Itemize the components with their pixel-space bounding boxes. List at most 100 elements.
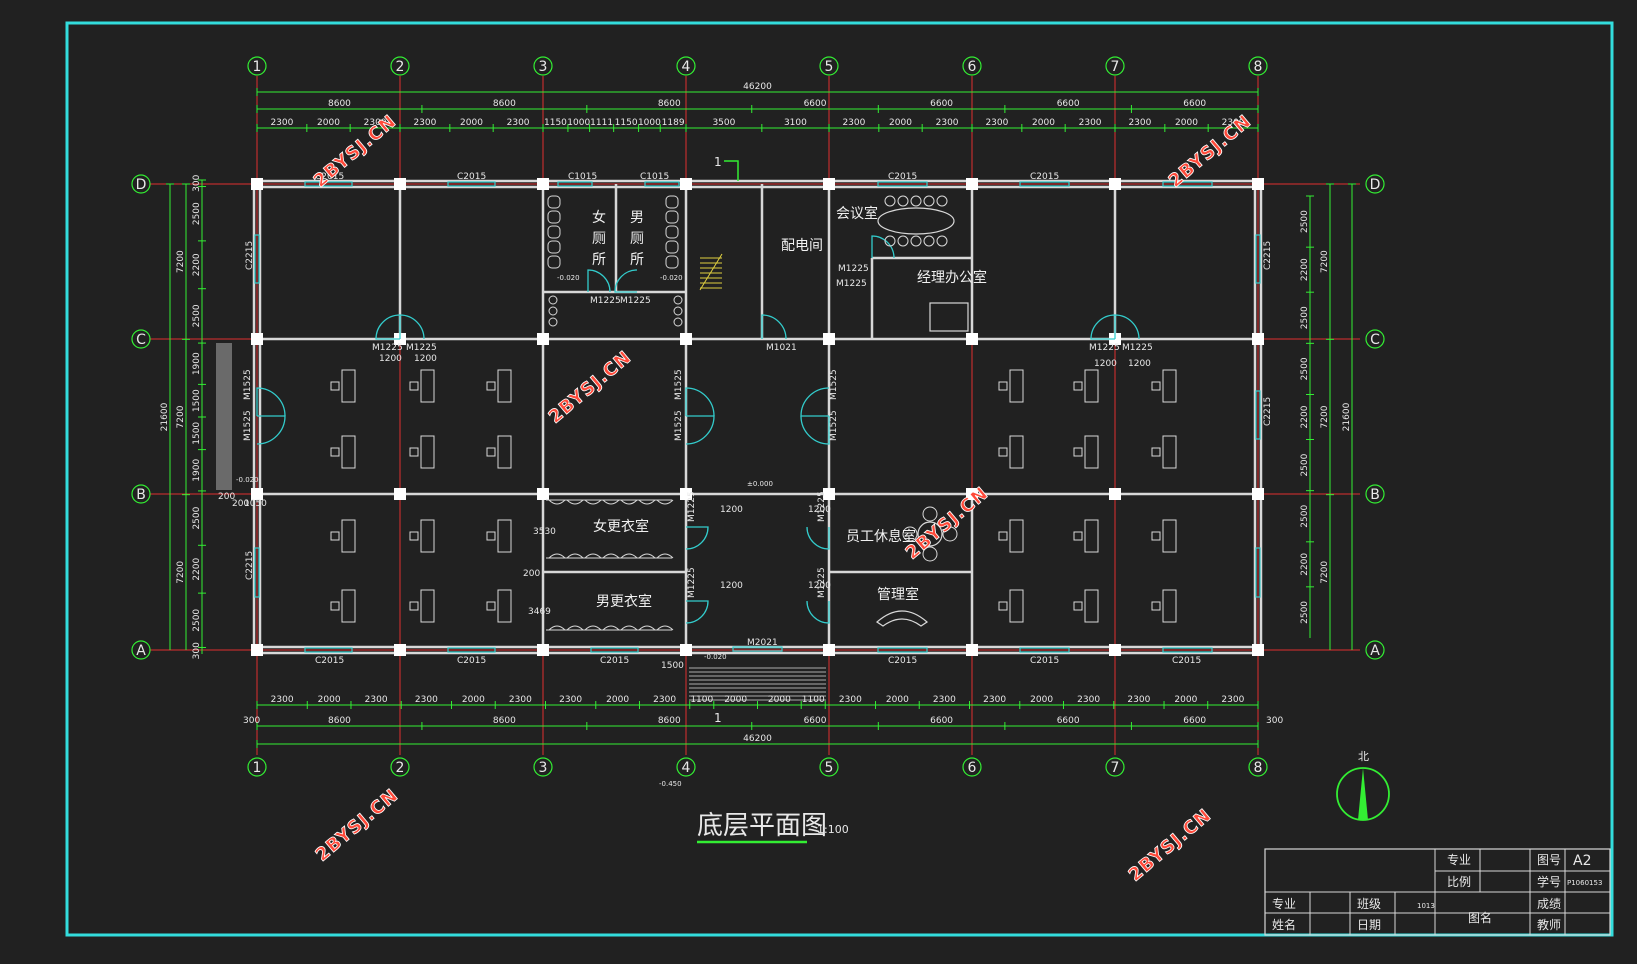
lounge-chair-1 (922, 506, 938, 522)
window-label-10: C2015 (1030, 656, 1059, 666)
dim-misc-6: 1500 (661, 661, 684, 671)
door-label-5: M1225 (1089, 343, 1120, 353)
dim-top-detail-value-14: 2300 (842, 118, 865, 128)
dim-bottom-bays-value-5: 6600 (1057, 716, 1080, 726)
dim-misc-13: 1200 (720, 581, 743, 591)
meeting-chair-top-2 (910, 195, 922, 207)
desk-2-3 (497, 589, 512, 623)
section-arrow-top (724, 160, 739, 181)
column-1D (251, 178, 263, 190)
locker-w-top-1 (566, 499, 584, 505)
column-7D (1109, 178, 1121, 190)
men-toilet-char-1: 厕 (630, 231, 644, 247)
window-bottom-1 (447, 647, 496, 653)
axis-top-5-circle (819, 56, 839, 76)
axis-right-B-circle (1365, 484, 1385, 504)
door-swing-4-2 (685, 415, 715, 445)
tb-cell-3: 比例 (1447, 875, 1471, 889)
door-swing-rest (806, 526, 830, 550)
dim-bottom-detail-value-17: 2000 (1030, 695, 1053, 705)
level-mark-0: ±0.000 (747, 480, 773, 488)
axis-left-B-label: B (136, 487, 146, 503)
dim-top-bays-value-6: 6600 (1183, 99, 1206, 109)
door-swing-c7-right (1114, 314, 1140, 340)
axis-bottom-2-label: 2 (396, 760, 405, 776)
dim-bottom-bays-value-1: 8600 (493, 716, 516, 726)
window-label-14: C2215 (1263, 241, 1273, 270)
door-label-18: M1225 (817, 567, 827, 598)
dim-top-detail-value-9: 1150 (615, 118, 638, 128)
axis-right-D-circle (1365, 174, 1385, 194)
tb-cell-8: 1013 (1417, 902, 1435, 910)
locker-w-bottom-1 (566, 553, 584, 559)
column-5A (823, 644, 835, 656)
dim-right-detail-value-4: 2200 (1300, 405, 1310, 428)
dim-right-detail-value-1: 2200 (1300, 258, 1310, 281)
toilet-m-1 (665, 210, 679, 224)
column-5C (823, 333, 835, 345)
dim-bottom-detail-value-1: 2000 (318, 695, 341, 705)
window-label-11: C2015 (1172, 656, 1201, 666)
window-right-2 (1255, 547, 1261, 598)
dim-top-detail-value-5: 2300 (507, 118, 530, 128)
women-toilet-char-2: 所 (592, 252, 606, 268)
column-2B (394, 488, 406, 500)
dim-right-detail-value-3: 2500 (1300, 357, 1310, 380)
outer-frame (65, 21, 1614, 937)
door-label-11: M1525 (674, 369, 684, 400)
desk-0-3 (341, 589, 356, 623)
window-top-2 (557, 181, 593, 187)
desk-1-1-chair (409, 447, 419, 457)
tb-cell-7: 班级 (1357, 897, 1381, 911)
dim-left-detail-value-8: 2500 (192, 506, 202, 529)
sink-m-2 (673, 317, 683, 327)
dim-misc-0: 200 (218, 492, 235, 502)
locker-w-bottom-5 (638, 553, 656, 559)
dim-top-bays-value-3: 6600 (804, 99, 827, 109)
axis-top-3-circle (533, 56, 553, 76)
tb-cell-11: 日期 (1357, 918, 1381, 932)
dim-left-detail-value-11: 300 (192, 642, 202, 659)
axis-top-4-circle (676, 56, 696, 76)
toilet-m-0 (665, 195, 679, 209)
tb-cell-4: 学号 (1537, 874, 1561, 889)
furniture (330, 195, 1177, 631)
dim-bottom-detail-value-20: 2000 (1174, 695, 1197, 705)
desk-0-1 (341, 435, 356, 469)
desk-1-2-chair (409, 531, 419, 541)
desk-3-1 (1009, 435, 1024, 469)
column-4A (680, 644, 692, 656)
door-swing-admin (806, 600, 830, 624)
door-swing-manager (871, 235, 895, 259)
meeting-chair-top-1 (897, 195, 909, 207)
locker-m-bottom-6 (656, 625, 674, 631)
window-bottom-0 (304, 647, 353, 653)
desk-2-1-chair (486, 447, 496, 457)
dim-bottom-detail-value-4: 2000 (462, 695, 485, 705)
meeting-chair-bottom-1 (897, 235, 909, 247)
door-swing-c2-right (399, 314, 425, 340)
door-swing-c7-left (1090, 314, 1116, 340)
meeting-chair-top-3 (923, 195, 935, 207)
door-swing-4-1 (685, 387, 715, 417)
window-bottom-2 (590, 647, 639, 653)
axis-top-7-label: 7 (1111, 59, 1120, 75)
dim-top-detail-value-17: 2300 (985, 118, 1008, 128)
door-label-4: M1225 (838, 264, 869, 274)
window-bottom-3 (877, 647, 928, 653)
section-mark-bottom: 1 (714, 711, 722, 725)
toilet-m-3 (665, 240, 679, 254)
dim-top-bays-value-4: 6600 (930, 99, 953, 109)
door-label-8: M1021 (766, 343, 797, 353)
toilet-w-1 (547, 210, 561, 224)
axis-top-6-label: 6 (968, 59, 977, 75)
dim-left-detail-value-7: 1900 (192, 459, 202, 482)
axis-bottom-6-circle (962, 757, 982, 777)
dim-right-bays-value-2: 7200 (1320, 561, 1330, 584)
desk-0-0 (341, 369, 356, 403)
desk-2-0-chair (486, 381, 496, 391)
lounge-table (917, 521, 943, 547)
dim-top-detail-value-15: 2000 (889, 118, 912, 128)
